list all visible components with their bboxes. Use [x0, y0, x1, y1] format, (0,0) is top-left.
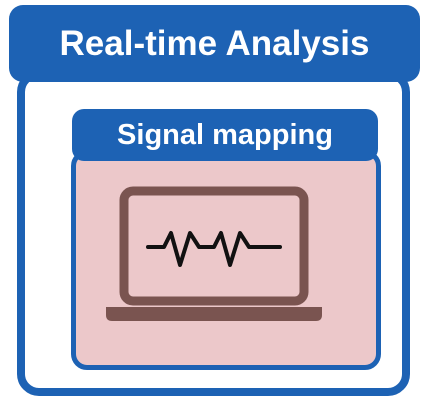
card-title: Real-time Analysis [9, 5, 420, 82]
laptop-screen [119, 186, 309, 306]
laptop-waveform-icon [106, 186, 322, 321]
panel-title: Signal mapping [72, 109, 378, 161]
laptop-base [106, 307, 322, 321]
waveform-line [146, 231, 282, 267]
